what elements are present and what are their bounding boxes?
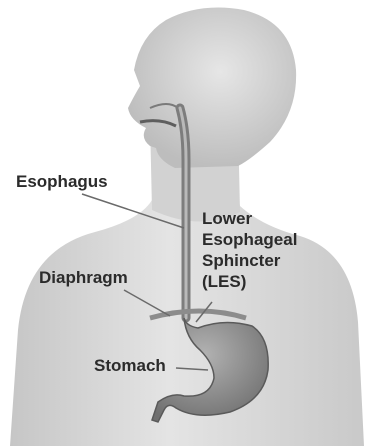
les-label-line-3: Sphincter (202, 250, 297, 271)
stomach-label: Stomach (94, 356, 166, 376)
les-label-line-4: (LES) (202, 271, 297, 292)
les-label-line-1: Lower (202, 208, 297, 229)
esophagus-label: Esophagus (16, 172, 108, 192)
les-label: Lower Esophageal Sphincter (LES) (202, 208, 297, 292)
diaphragm-label: Diaphragm (39, 268, 128, 288)
head-silhouette (128, 8, 296, 168)
les-label-line-2: Esophageal (202, 229, 297, 250)
